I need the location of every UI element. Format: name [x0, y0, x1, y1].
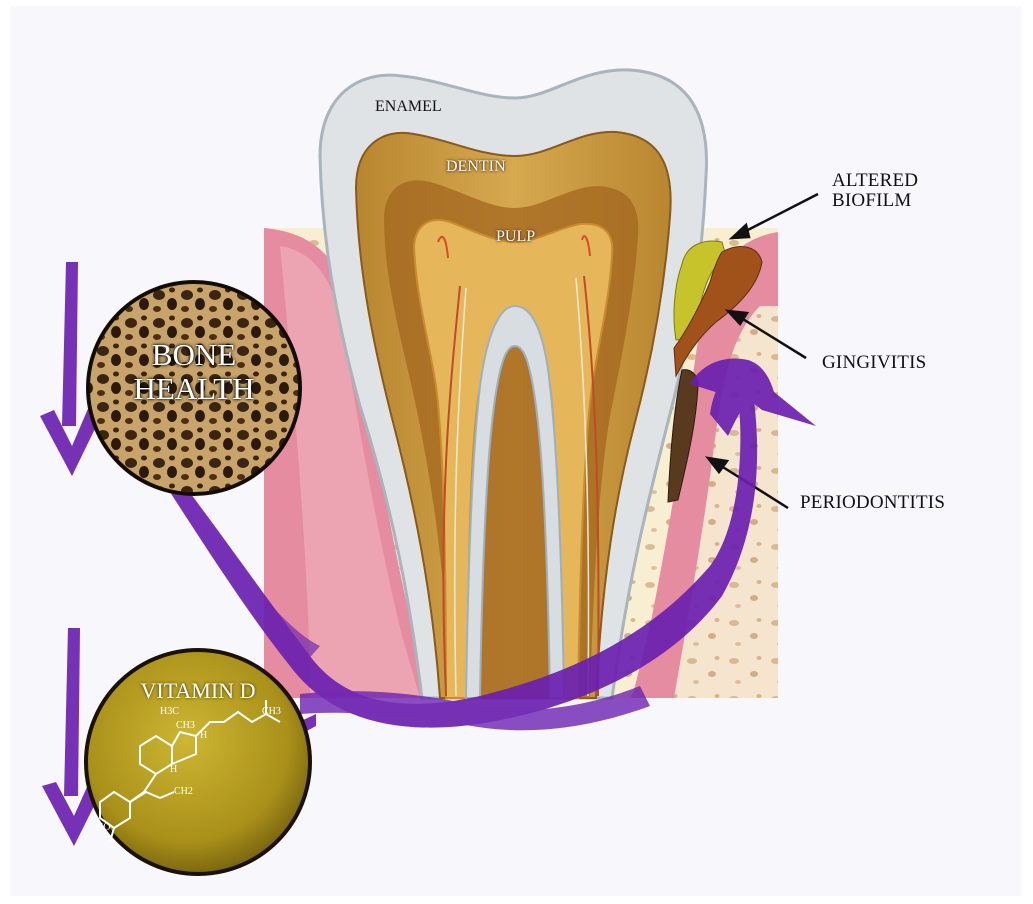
- altered-biofilm-label-line1: ALTERED: [832, 170, 918, 191]
- bone-health-title-line1: BONE: [114, 338, 274, 372]
- molecule-h-right-label: H: [200, 730, 207, 741]
- molecule-h-bottom-label: H: [170, 764, 177, 775]
- tooth-diagram-svg: [10, 6, 1022, 896]
- dentin-label: DENTIN: [446, 158, 506, 176]
- molecule-ch3-left-label: CH3: [176, 720, 195, 731]
- bone-health-title-line2: HEALTH: [114, 372, 274, 406]
- molecule-ch2-label: CH2: [174, 786, 193, 797]
- molecule-ch3-right-label: CH3: [262, 706, 281, 717]
- gingivitis-label: GINGIVITIS: [822, 352, 926, 373]
- molecule-h3c-label: H3C: [160, 706, 179, 717]
- diagram-canvas: ENAMEL DENTIN PULP ALTERED BIOFILM GINGI…: [10, 6, 1022, 896]
- molecule-ho-label: HO: [96, 822, 110, 833]
- altered-biofilm-label-line2: BIOFILM: [832, 190, 912, 211]
- enamel-label: ENAMEL: [375, 98, 442, 116]
- pulp-label: PULP: [496, 228, 535, 246]
- vitamin-d-title: VITAMIN D: [118, 678, 278, 704]
- periodontitis-label: PERIODONTITIS: [800, 492, 945, 513]
